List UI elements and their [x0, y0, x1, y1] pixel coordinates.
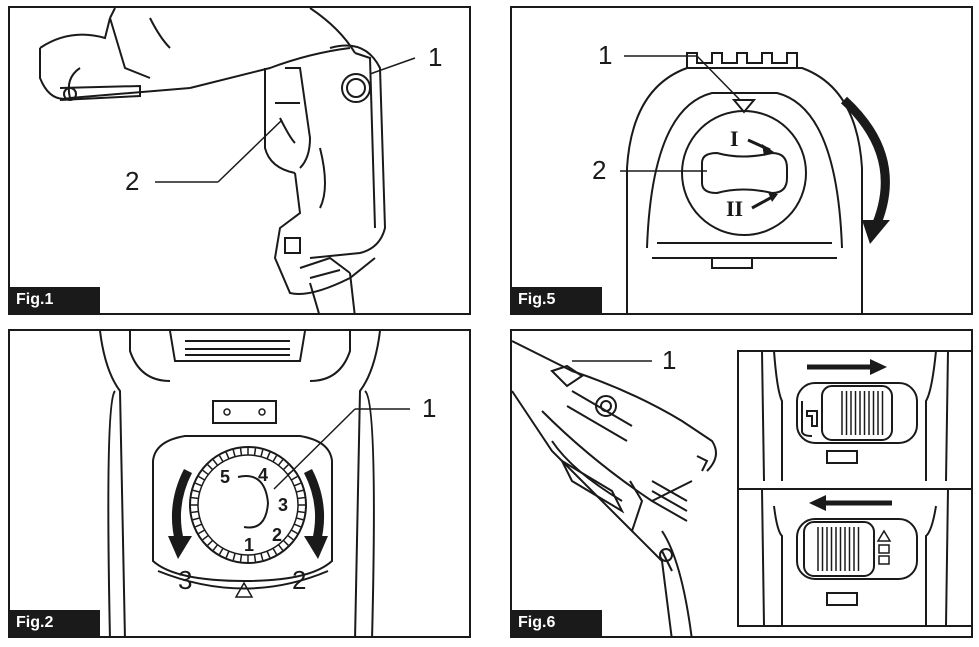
- callout-1: 1: [662, 345, 676, 375]
- pointer-triangle-icon: [731, 99, 757, 114]
- rotate-right-arrow-icon: [303, 468, 325, 545]
- figure-panel-fig1: 1 2 Fig.1: [8, 6, 471, 315]
- dial-number-5: 5: [220, 467, 230, 487]
- figure-panel-fig6: 1 Fig.6: [510, 329, 973, 638]
- speed-dial-illustration: 1 2 3 4 5 3 2 1: [99, 331, 436, 636]
- callout-2: 2: [592, 155, 606, 185]
- callout-1: 1: [422, 393, 436, 423]
- drill-handle-illustration: 1 2: [39, 8, 442, 313]
- figure-label: Fig.2: [10, 610, 100, 636]
- direction-switch-illustration: 1: [512, 340, 971, 636]
- index-triangle-icon: [234, 581, 254, 598]
- mode-label-ii: II: [726, 196, 743, 221]
- figure-label: Fig.6: [512, 610, 602, 636]
- mode-selector-illustration: I II 1 2: [592, 40, 890, 313]
- callout-2: 2: [125, 166, 139, 196]
- arrow-label-2: 2: [292, 565, 306, 595]
- arrow-label-3: 3: [178, 565, 192, 595]
- callout-1: 1: [598, 40, 612, 70]
- dial-number-4: 4: [258, 465, 268, 485]
- figure-label: Fig.1: [10, 287, 100, 313]
- callout-1-leader: [369, 57, 416, 75]
- mode-label-i: I: [730, 126, 739, 151]
- figure-label: Fig.5: [512, 287, 602, 313]
- rotate-left-arrow-icon: [171, 468, 193, 545]
- callout-1: 1: [428, 42, 442, 72]
- dial-number-3: 3: [278, 495, 288, 515]
- hammer-icon: [806, 410, 818, 427]
- rotation-arrow-icon: [840, 96, 890, 232]
- dial-number-2: 2: [272, 525, 282, 545]
- dial-number-1: 1: [244, 535, 254, 555]
- figure-panel-fig2: 1 2 3 4 5 3 2 1 Fig.2: [8, 329, 471, 638]
- drill-mode-icon: [876, 529, 892, 542]
- figure-panel-fig5: I II 1 2 Fig.5: [510, 6, 973, 315]
